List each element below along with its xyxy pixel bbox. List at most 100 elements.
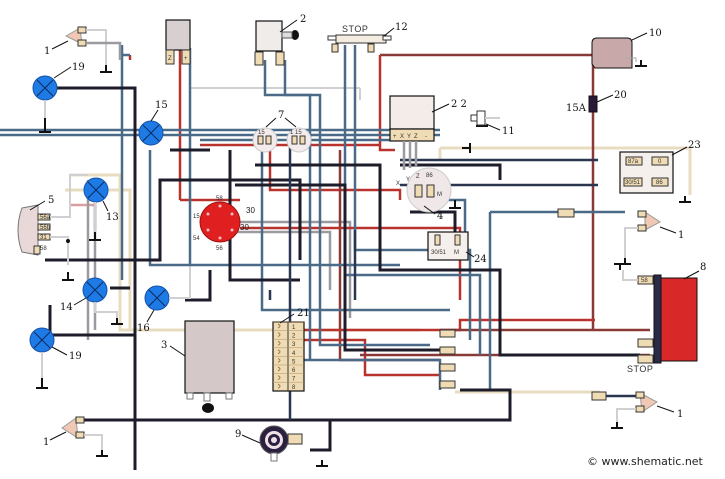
lamp-16: 16 [137, 280, 191, 334]
label-1: 1 [43, 437, 49, 448]
terminal-number: 3 [292, 342, 296, 348]
label-19: 19 [72, 62, 85, 73]
fuse: 15A 20 [566, 90, 627, 114]
turn-signal-right-rear: 1 [591, 391, 683, 422]
distributor: 58 15 30 30 54 56 [193, 196, 255, 252]
svg-text:Z: Z [416, 174, 420, 180]
battery: 10 [591, 28, 662, 69]
svg-text:X: X [400, 134, 404, 140]
label-13: 13 [106, 212, 119, 223]
svg-text:+: + [393, 134, 397, 140]
label-1: 1 [677, 409, 683, 420]
svg-text:30: 30 [246, 206, 255, 215]
ground-icon [96, 450, 108, 457]
label-11: 11 [502, 126, 515, 137]
svg-text:58: 58 [216, 196, 223, 202]
terminal-clip [277, 375, 281, 381]
turn-signal-right-front: 1 [557, 208, 684, 258]
label-8: 8 [700, 262, 706, 273]
svg-text:Y: Y [406, 177, 410, 183]
label-7: 7 [278, 110, 284, 121]
ground-icon [462, 143, 471, 153]
ground-icon [62, 272, 74, 281]
fuse-rating: 15A [566, 103, 587, 114]
svg-text:Y: Y [407, 134, 411, 140]
label-1: 1 [678, 230, 684, 241]
watermark: © www.shematic.net [587, 455, 704, 468]
svg-text:86: 86 [656, 180, 663, 186]
terminal-number: 6 [292, 368, 296, 374]
label-12: 12 [395, 22, 408, 33]
terminal-clip [277, 349, 281, 355]
terminal-number: 5 [292, 359, 296, 365]
label-22: 2 2 [451, 99, 467, 110]
lamp-13: 13 [83, 177, 119, 232]
terminal-clip [277, 366, 281, 372]
label-21: 21 [297, 308, 310, 319]
label-20: 20 [614, 90, 627, 101]
svg-text:87a: 87a [628, 159, 639, 165]
svg-text:Z: Z [168, 56, 172, 62]
bundle-connectors [439, 329, 456, 389]
svg-text:54: 54 [193, 236, 200, 242]
stop-label-tail: STOP [627, 364, 653, 374]
horn-button: Z + [165, 19, 191, 65]
svg-text:Z: Z [414, 134, 418, 140]
terminal-number: 8 [292, 385, 296, 391]
terminal-clip [277, 323, 281, 329]
svg-text:30/51: 30/51 [431, 250, 447, 256]
turn-signal-rear-left: 1 [43, 416, 103, 450]
label-9: 9 [235, 429, 241, 440]
tail-light: 58 STOP 8 [622, 262, 706, 374]
relay-22: + X Y Z - 2 2 [389, 95, 467, 170]
ground-icon [614, 263, 626, 270]
sound-signal: 9 [235, 425, 303, 462]
ground-icon [39, 118, 51, 133]
label-23: 23 [688, 140, 701, 151]
svg-text:31: 31 [40, 235, 47, 241]
label-2: 2 [300, 14, 306, 25]
ground-icon [36, 378, 48, 389]
label-14: 14 [60, 302, 73, 313]
terminal-number: 2 [292, 334, 296, 340]
ground-icon [679, 196, 691, 203]
relay-23: 87a 0 30/51 86 23 [619, 140, 701, 194]
label-19: 19 [69, 351, 82, 362]
svg-text:+: + [184, 56, 188, 62]
terminal-number: 1 [292, 325, 296, 331]
ground-icon [100, 65, 112, 73]
lamp-19-bottom: 19 [29, 327, 82, 378]
terminal-clip [277, 357, 281, 363]
ground-symbols [36, 60, 691, 467]
ground-icon [89, 232, 101, 241]
label-5: 5 [48, 195, 54, 206]
wires-blue [0, 45, 625, 390]
svg-text:15: 15 [193, 214, 200, 220]
lamp-14: 14 [60, 277, 118, 318]
ground-icon [611, 422, 623, 429]
horn: 2 [254, 14, 306, 66]
svg-text:86: 86 [426, 173, 433, 179]
svg-text:56a: 56a [40, 215, 51, 221]
svg-text:X: X [396, 181, 400, 187]
svg-text:-: - [425, 134, 427, 140]
lamp-15: 15 [138, 100, 168, 146]
ground-icon [316, 460, 328, 467]
label-4: 4 [437, 211, 443, 222]
label-10: 10 [649, 28, 662, 39]
label-16: 16 [137, 323, 150, 334]
label-15: 15 [155, 100, 168, 111]
svg-text:58: 58 [641, 278, 648, 284]
svg-text:M: M [437, 192, 442, 198]
svg-text:30/51: 30/51 [625, 180, 641, 186]
regulator-unit: 3 [161, 320, 235, 413]
lamp-19-top: 19 [32, 62, 85, 118]
svg-text:0: 0 [658, 159, 662, 165]
handlebar-switches: 15 1 15 7 [252, 110, 312, 153]
label-1: 1 [44, 46, 50, 57]
relay-24: 30/51 M 24 [427, 231, 487, 265]
svg-text:56: 56 [216, 246, 223, 252]
terminal-number: 4 [292, 351, 296, 357]
svg-text:15: 15 [258, 130, 265, 136]
